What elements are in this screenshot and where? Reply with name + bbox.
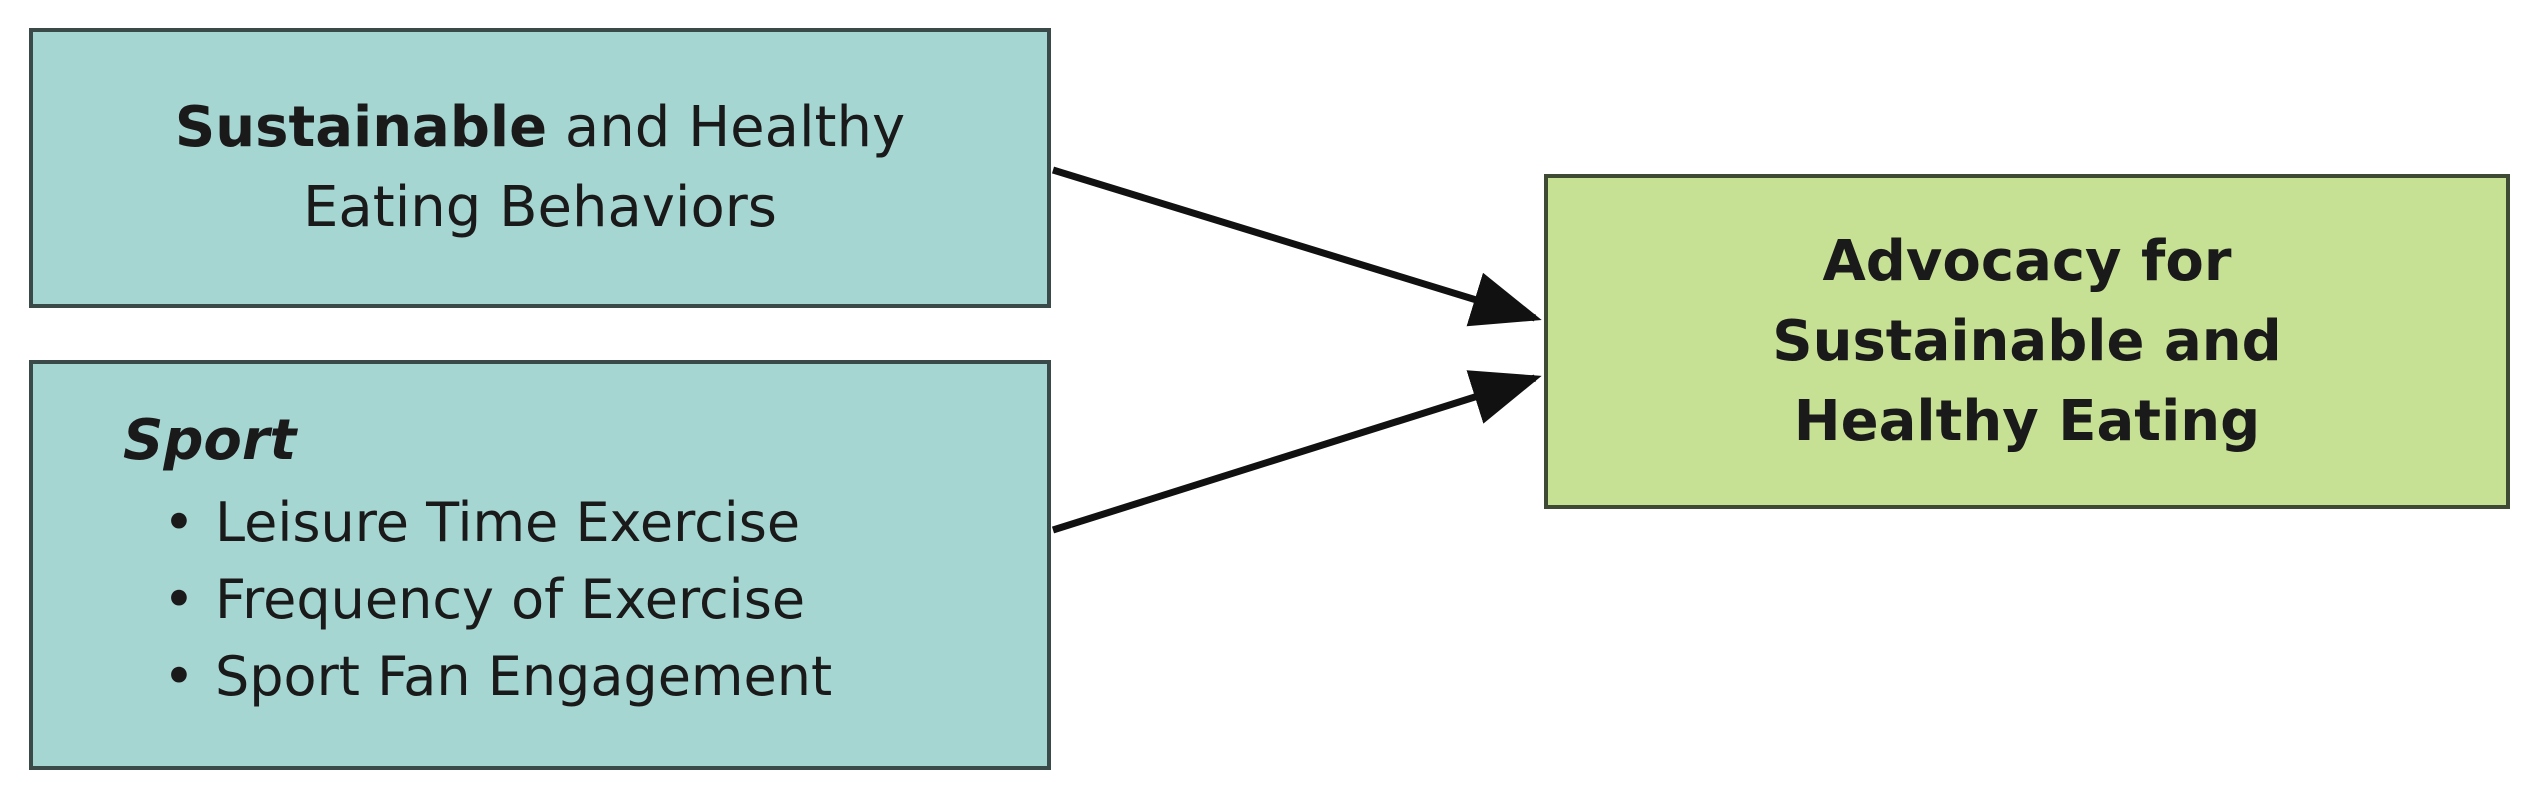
arrow-sport-to-advocacy	[1051, 370, 1542, 534]
arrow-sustainable-to-advocacy	[1051, 166, 1542, 327]
sport-box: Sport Leisure Time Exercise Frequency of…	[29, 360, 1051, 770]
sport-item-frequency-of-exercise: Frequency of Exercise	[163, 561, 832, 638]
sustainable-bold-text: Sustainable	[174, 95, 548, 160]
sport-item-leisure-time-exercise: Leisure Time Exercise	[163, 484, 832, 561]
sport-title: Sport	[123, 408, 297, 473]
sport-item-sport-fan-engagement: Sport Fan Engagement	[163, 638, 832, 715]
sustainable-eating-box: Sustainable and Healthy Eating Behaviors	[29, 28, 1051, 308]
sustainable-eating-label: Sustainable and Healthy Eating Behaviors	[90, 88, 990, 248]
advocacy-label: Advocacy for Sustainable and Healthy Eat…	[1772, 228, 2282, 454]
advocacy-box: Advocacy for Sustainable and Healthy Eat…	[1544, 174, 2510, 509]
sustainable-rest-text: and Healthy Eating Behaviors	[303, 95, 906, 240]
sport-item-list: Leisure Time Exercise Frequency of Exerc…	[163, 484, 832, 715]
